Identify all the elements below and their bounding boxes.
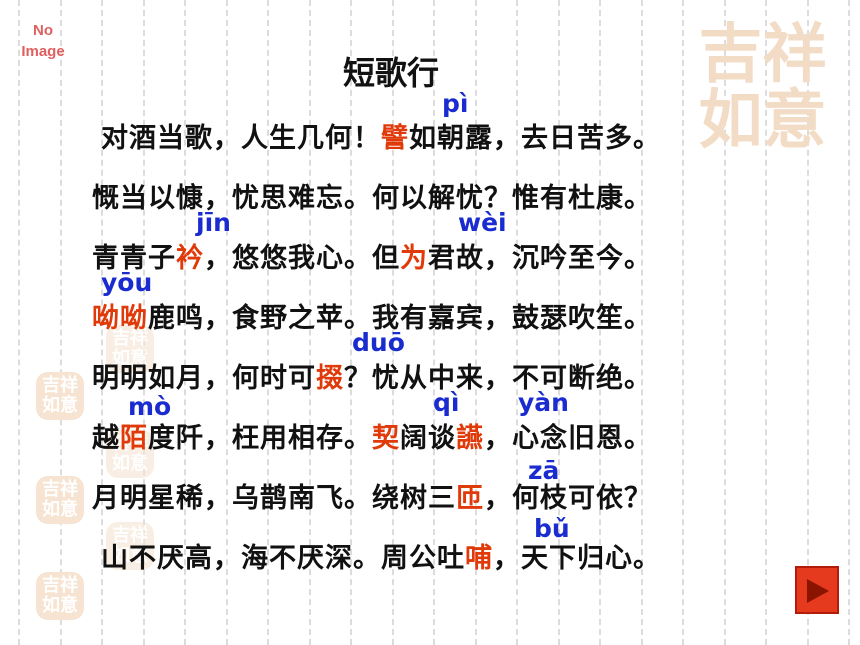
guide-line [101,0,103,645]
pinyin-duo: duō [352,328,405,357]
guide-line [558,0,560,645]
pinyin-za: zā [528,456,560,485]
guide-line [267,0,269,645]
annotated-char: 契 [372,423,400,454]
next-arrow-icon [807,579,829,603]
decorative-seal-large: 吉祥如意 [665,0,860,175]
guide-line [184,0,186,645]
annotated-char: 讌 [456,423,484,454]
guide-line [599,0,601,645]
annotated-char: 掇 [316,363,344,394]
no-image-placeholder: No Image [21,22,65,60]
poem-line: 青青子衿，悠悠我心。但为君故，沉吟至今。 [92,243,652,274]
guide-line [433,0,435,645]
guide-line [765,0,767,645]
guide-line [641,0,643,645]
pinyin-wei: wèi [458,208,507,237]
guide-line [392,0,394,645]
poem-line: 呦呦鹿鸣，食野之苹。我有嘉宾，鼓瑟吹笙。 [92,303,652,334]
decorative-seal-small: 吉祥如意 [36,476,84,524]
guide-line [143,0,145,645]
guide-line [309,0,311,645]
next-slide-button[interactable] [795,566,839,614]
pinyin-mo: mò [128,392,172,421]
annotated-char: 衿 [176,243,204,274]
pinyin-pi: pì [442,89,469,118]
poem-line: 越陌度阡，枉用相存。契阔谈讌，心念旧恩。 [92,423,652,454]
pinyin-jin: jīn [196,208,231,237]
guide-line [724,0,726,645]
pinyin-yan: yàn [518,388,569,417]
poem-line: 慨当以慷，忧思难忘。何以解忧？惟有杜康。 [92,183,652,214]
poem-line: 对酒当歌，人生几何！譬如朝露，去日苦多。 [101,123,661,154]
pinyin-qi: qì [433,388,460,417]
poem-title: 短歌行 [343,54,440,92]
annotated-char: 为 [400,243,428,274]
seal-text: 吉祥如意 [698,16,827,158]
pinyin-bu: bǔ [534,514,570,543]
guide-line [18,0,20,645]
pinyin-you: yōu [101,268,153,297]
annotated-char: 匝 [456,483,484,514]
guide-line [226,0,228,645]
poem-line: 明明如月，何时可掇？忧从中来，不可断绝。 [92,363,652,394]
decorative-seal-small: 吉祥如意 [36,372,84,420]
annotated-char: 陌 [120,423,148,454]
guide-line [60,0,62,645]
decorative-seal-small: 吉祥如意 [36,572,84,620]
guide-line [682,0,684,645]
decorative-seal-small: 吉祥如意 [106,522,154,570]
poem-line: 月明星稀，乌鹊南飞。绕树三匝，何枝可依？ [92,483,652,514]
annotated-char: 譬 [381,123,409,154]
guide-line [350,0,352,645]
guide-line [516,0,518,645]
poem-line: 山不厌高，海不厌深。周公吐哺，天下归心。 [101,543,661,574]
annotated-char: 哺 [465,543,493,574]
guide-line [848,0,850,645]
decorative-seal-small: 吉祥如意 [106,325,154,373]
annotated-char: 呦呦 [92,303,148,334]
guide-line [475,0,477,645]
guide-line [807,0,809,645]
decorative-seal-small: 吉祥如意 [106,430,154,478]
